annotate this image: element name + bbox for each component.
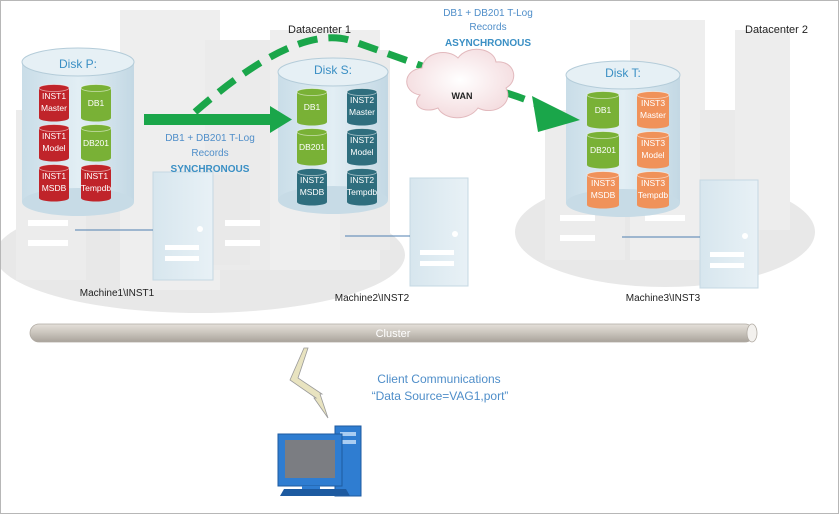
machine1-label: Machine1\INST1 [80, 288, 155, 299]
tower-machine1 [75, 171, 214, 281]
db-name-label: INST1 [42, 171, 66, 181]
db-name-label: DB1 [304, 102, 321, 112]
machine3-label: Machine3\INST3 [626, 293, 701, 304]
async-arrow [192, 34, 580, 132]
tower-machine3 [622, 179, 759, 289]
db-name-label: DB1 [595, 105, 612, 115]
sync-label-line1: DB1 + DB201 T-Log [165, 133, 255, 144]
cluster-bar: Cluster [29, 323, 758, 343]
db-name-label: DB201 [299, 142, 325, 152]
db-name-label: INST3 [591, 178, 615, 188]
sync-arrow [144, 106, 292, 133]
db-sub-label: Master [640, 110, 666, 120]
db-cylinder: DB201 [80, 124, 112, 162]
db-name-label: INST2 [350, 175, 374, 185]
wan-cloud: WAN [406, 48, 515, 119]
machine2-label: Machine2\INST2 [335, 293, 410, 304]
tower-machine2 [345, 177, 469, 287]
db-sub-label: Tempdb [347, 187, 378, 197]
db-cylinder: DB201 [296, 128, 328, 166]
db-sub-label: MSDB [42, 183, 67, 193]
client-label-line2: “Data Source=VAG1,port” [372, 389, 509, 403]
db-sub-label: MSDB [591, 190, 616, 200]
sync-label-line2: Records [191, 148, 228, 159]
db-sub-label: Master [349, 107, 375, 117]
db-name-label: INST1 [42, 91, 66, 101]
db-name-label: DB201 [83, 138, 109, 148]
db-sub-label: Master [41, 103, 67, 113]
client-label-line1: Client Communications [377, 372, 500, 386]
db-name-label: DB1 [88, 98, 105, 108]
db-cylinder: DB1 [296, 88, 328, 126]
cluster-label: Cluster [376, 328, 411, 340]
db-name-label: INST1 [84, 171, 108, 181]
db-name-label: INST3 [641, 178, 665, 188]
db-name-label: INST2 [350, 95, 374, 105]
bg-slots [28, 215, 685, 246]
db-sub-label: Model [350, 147, 373, 157]
db-cylinder: DB1 [80, 84, 112, 122]
async-label-line1: DB1 + DB201 T-Log [443, 8, 533, 19]
async-mode-label: ASYNCHRONOUS [445, 38, 531, 49]
db-cylinder: DB1 [586, 91, 620, 129]
datacenter-2-label: Datacenter 2 [745, 24, 808, 36]
db-name-label: INST3 [641, 138, 665, 148]
db-name-label: INST2 [300, 175, 324, 185]
db-name-label: INST3 [641, 98, 665, 108]
db-sub-label: Model [641, 150, 664, 160]
db-sub-label: Tempdb [81, 183, 112, 193]
db-name-label: INST1 [42, 131, 66, 141]
disk-t: Disk T: DB1INST3MasterDB201INST3ModelINS… [565, 60, 681, 217]
db-sub-label: Model [42, 143, 65, 153]
wan-label: WAN [452, 91, 473, 101]
client-computer-icon [277, 425, 362, 497]
datacenter-1-label: Datacenter 1 [288, 24, 351, 36]
disk-t-label: Disk T: [605, 66, 641, 80]
async-label-line2: Records [469, 22, 506, 33]
disk-s-label: Disk S: [314, 63, 352, 77]
disk-s: Disk S: DB1INST2MasterDB201INST2ModelINS… [277, 57, 389, 214]
disk-p-label: Disk P: [59, 57, 97, 71]
sync-mode-label: SYNCHRONOUS [171, 164, 250, 175]
db-cylinder: DB201 [586, 131, 620, 169]
db-name-label: DB201 [590, 145, 616, 155]
lightning-icon [289, 347, 329, 419]
db-sub-label: Tempdb [638, 190, 669, 200]
db-sub-label: MSDB [300, 187, 325, 197]
db-name-label: INST2 [350, 135, 374, 145]
